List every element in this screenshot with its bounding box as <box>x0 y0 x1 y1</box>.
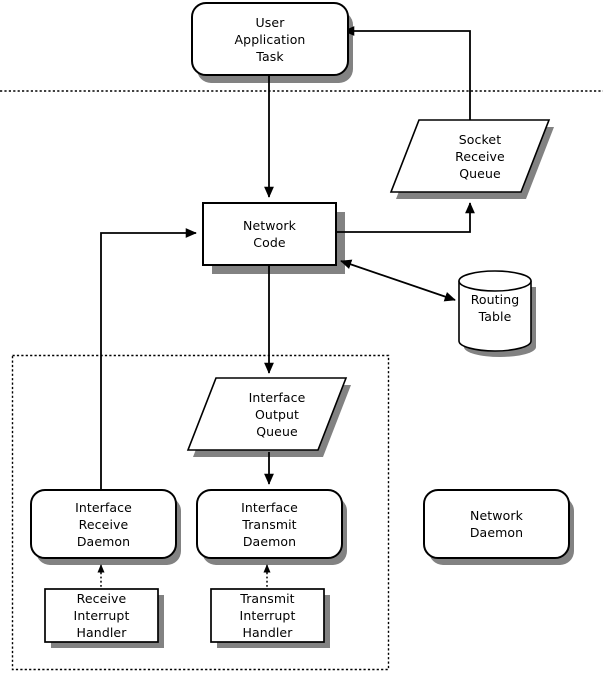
shape-interface-receive-daemon[interactable] <box>30 489 177 559</box>
shape-network-code[interactable] <box>202 202 337 266</box>
edge-receive-daemon-to-network-code <box>100 228 197 490</box>
shape-transmit-interrupt-handler[interactable] <box>210 588 325 643</box>
shape-routing-table-body[interactable] <box>458 281 532 352</box>
shape-socket-receive-queue[interactable] <box>389 119 551 193</box>
shape-network-daemon[interactable] <box>423 489 570 559</box>
shape-interface-output-queue[interactable] <box>186 377 348 451</box>
shape-interface-transmit-daemon[interactable] <box>196 489 343 559</box>
edge-network-code-routing-table <box>340 259 456 302</box>
network-daemon-region-boundary <box>11 354 390 671</box>
shape-routing-table-top[interactable] <box>458 270 532 292</box>
node-shapes <box>30 2 570 643</box>
connectors <box>97 26 475 591</box>
edge-network-code-to-socket-queue <box>336 202 475 233</box>
edge-socket-queue-to-user-task <box>343 26 471 122</box>
shape-user-application-task[interactable] <box>191 2 349 76</box>
shape-receive-interrupt-handler[interactable] <box>44 588 159 643</box>
